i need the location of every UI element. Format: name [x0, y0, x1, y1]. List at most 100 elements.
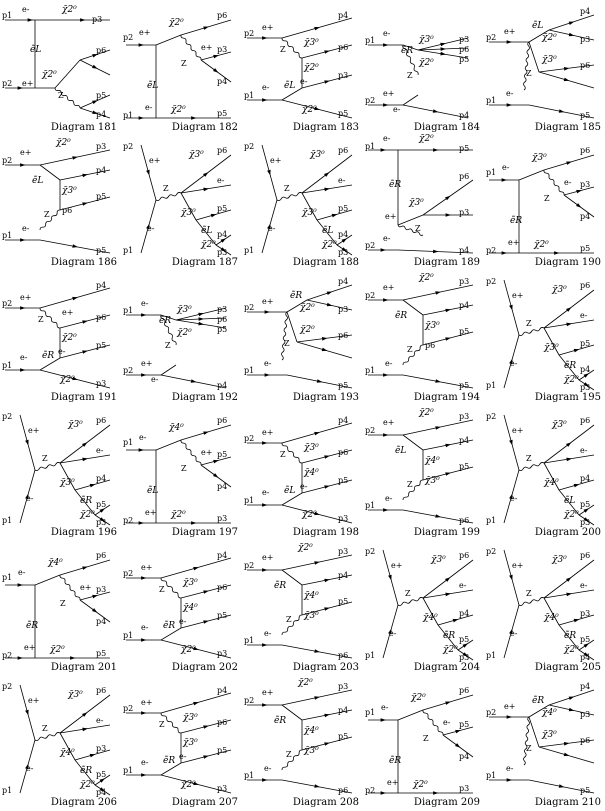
arrow-icon	[141, 313, 147, 317]
particle-label: Z	[60, 599, 66, 608]
particle-label: Z	[526, 589, 532, 598]
particle-label: p5	[96, 91, 106, 100]
boson-propagator	[276, 192, 303, 201]
particle-label: p2	[244, 434, 254, 443]
particle-label: p5	[459, 144, 469, 153]
particle-label: p2	[123, 704, 133, 713]
particle-label: e+	[383, 283, 394, 292]
particle-label: e-	[564, 178, 572, 187]
arrow-icon	[445, 592, 451, 597]
particle-label: p6	[338, 448, 348, 457]
particle-label: p4	[217, 686, 227, 695]
particle-label: p1	[486, 771, 496, 780]
particle-label: p6	[96, 46, 106, 55]
propagator-line	[422, 597, 439, 626]
particle-label: χ̃3⁰	[430, 554, 446, 565]
arrow-icon	[440, 51, 446, 56]
arrow-icon	[146, 223, 150, 230]
particle-label: χ̃3⁰	[303, 442, 319, 453]
particle-label: e+	[391, 561, 402, 570]
arrow-icon	[25, 763, 29, 770]
arrow-icon	[89, 483, 96, 488]
particle-label: p6	[217, 583, 227, 592]
propagator-line	[281, 492, 303, 506]
particle-label: p1	[365, 501, 375, 510]
arrow-icon	[383, 43, 389, 47]
arrow-icon	[198, 312, 204, 317]
particle-label: p3	[96, 142, 106, 151]
arrow-icon	[509, 358, 513, 365]
particle-label: χ̃3⁰	[551, 419, 567, 430]
particle-label: p5	[580, 111, 590, 120]
propagator-line	[397, 709, 424, 721]
particle-label: p4	[217, 77, 227, 86]
arrow-icon	[82, 202, 88, 206]
arrow-icon	[262, 778, 268, 782]
arrow-icon	[435, 379, 441, 383]
arrow-icon	[99, 508, 105, 513]
particle-label: p2	[486, 547, 496, 556]
particle-label: p5	[580, 786, 590, 795]
particle-label: p4	[96, 166, 106, 175]
particle-label: p5	[459, 381, 469, 390]
arrow-icon	[20, 238, 26, 242]
particle-label: p5	[338, 476, 348, 485]
particle-label: ẽR	[510, 215, 522, 226]
particle-label: χ̃2⁰	[297, 677, 313, 688]
arrow-icon	[506, 715, 512, 719]
propagator-line	[558, 354, 580, 381]
arrow-icon	[433, 791, 439, 795]
particle-label: p4	[580, 212, 590, 221]
particle-label: p2	[2, 299, 12, 308]
particle-label: p1	[123, 631, 133, 640]
arrow-icon	[262, 703, 268, 707]
particle-label: p3	[459, 653, 469, 662]
particle-label: p3	[96, 744, 106, 753]
particle-label: p1	[2, 786, 12, 795]
particle-label: ẽR	[389, 179, 401, 190]
propagator-line	[74, 489, 96, 516]
particle-label: p2	[486, 33, 496, 42]
particle-label: p6	[459, 172, 469, 181]
arrow-icon	[92, 594, 98, 599]
arrow-icon	[326, 302, 333, 307]
arrow-icon	[193, 566, 199, 571]
particle-label: χ̃3⁰	[301, 207, 317, 218]
particle-label: p6	[580, 61, 590, 70]
particle-label: ẽR	[389, 755, 401, 766]
particle-label: p2	[365, 291, 375, 300]
particle-label: e-	[502, 163, 510, 172]
particle-label: e-	[22, 5, 30, 14]
propagator-line	[39, 164, 61, 181]
arrow-icon	[388, 628, 392, 635]
arrow-icon	[314, 106, 320, 111]
particle-label: χ̃2⁰	[301, 104, 317, 115]
particle-label: p5	[96, 192, 106, 201]
diagram-caption: Diagram 208	[292, 797, 359, 808]
arrow-icon	[210, 213, 217, 218]
particle-label: e-	[262, 488, 270, 497]
arrow-icon	[324, 50, 330, 54]
particle-label: χ̃2⁰	[170, 104, 186, 115]
arrow-icon	[554, 251, 560, 255]
particle-label: p1	[2, 573, 12, 582]
particle-label: e-	[22, 224, 30, 233]
particle-label: p6	[338, 786, 348, 795]
arrow-icon	[455, 743, 461, 748]
propagator-line	[160, 364, 177, 376]
arrow-icon	[341, 247, 347, 252]
particle-label: p2	[123, 516, 133, 525]
particle-label: p3	[92, 15, 102, 24]
boson-propagator	[518, 462, 545, 471]
